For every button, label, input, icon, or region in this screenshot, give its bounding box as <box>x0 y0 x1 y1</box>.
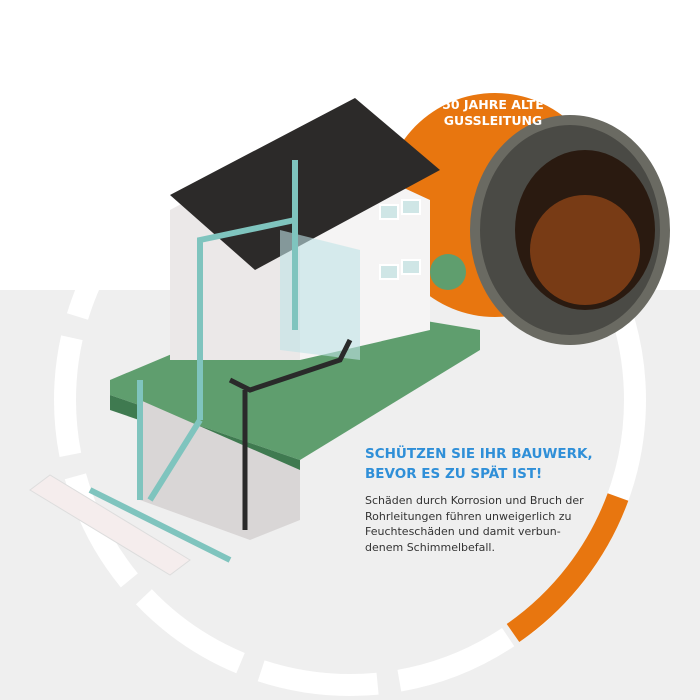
body-text: Schäden durch Korrosion und Bruch der Ro… <box>365 493 625 555</box>
orange-ring-segment <box>506 493 629 643</box>
callout-line-2: GUSSLEITUNG <box>443 113 543 128</box>
sewer-pipe <box>29 474 191 576</box>
headline: SCHÜTZEN SIE IHR BAUWERK, BEVOR ES ZU SP… <box>365 444 625 484</box>
basement <box>140 400 300 540</box>
body-line-2: Rohrleitungen führen unweigerlich zu <box>365 509 572 523</box>
body-line-4: denem Schimmelbefall. <box>365 540 495 554</box>
pipes <box>88 160 298 563</box>
headline-line-1: SCHÜTZEN SIE IHR BAUWERK, <box>365 446 593 462</box>
windows <box>379 199 421 280</box>
callout-label: 50 JAHRE ALTE GUSSLEITUNG <box>418 97 568 129</box>
callout-line-1: 50 JAHRE ALTE <box>442 97 544 112</box>
headline-line-2: BEVOR ES ZU SPÄT IST! <box>365 466 543 482</box>
rusty-cast-iron-pipe-photo <box>470 115 670 345</box>
body-line-1: Schäden durch Korrosion und Bruch der <box>365 494 584 507</box>
house-roof <box>170 98 440 270</box>
body-line-3: Feuchteschäden und damit verbun- <box>365 525 561 538</box>
